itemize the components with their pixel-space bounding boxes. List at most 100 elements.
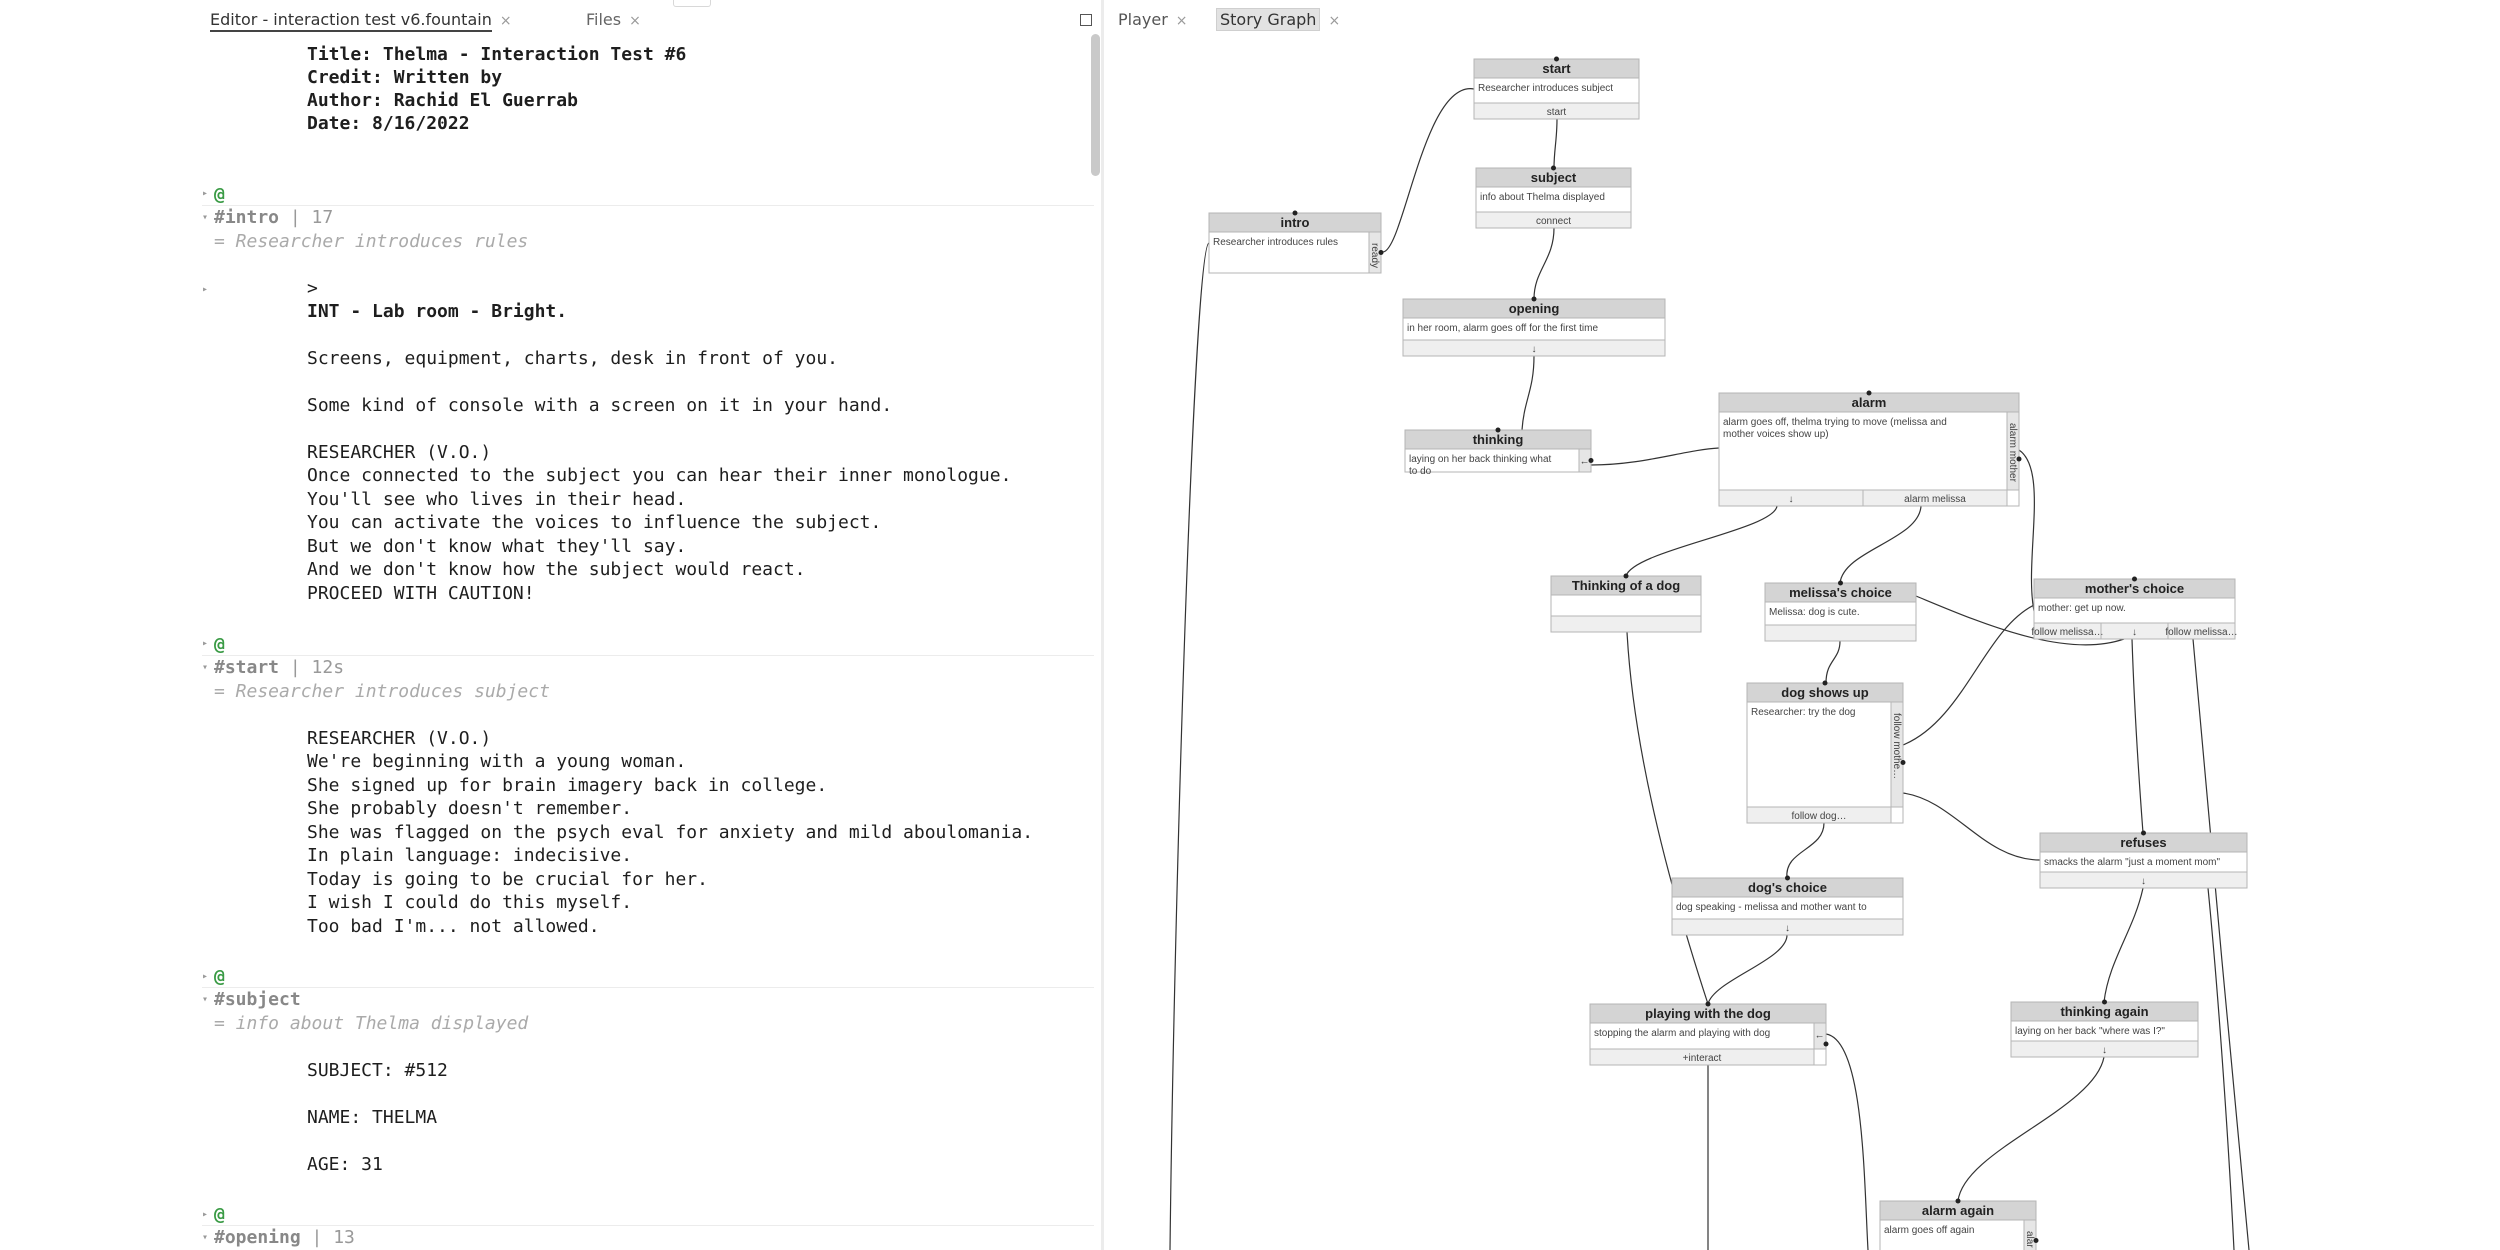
action-line: Screens, equipment, charts, desk in fron… (307, 348, 839, 369)
dialogue-line: We're beginning with a young woman. (307, 751, 687, 772)
close-icon[interactable]: × (1175, 13, 1188, 29)
port-dot (1378, 250, 1384, 255)
fold-toggle-icon[interactable]: ▾ (202, 662, 209, 673)
node-choice[interactable]: start (1547, 107, 1567, 118)
fold-toggle-icon[interactable]: ▸ (202, 971, 209, 982)
node-side-port[interactable] (1813, 1022, 1827, 1050)
node-side-label: follow mothe… (1891, 713, 1902, 779)
dialogue-line: She signed up for brain imagery back in … (307, 775, 828, 796)
tab-story-graph[interactable]: Story Graph × (1216, 8, 1341, 31)
node-choice[interactable]: ↓ (1532, 344, 1537, 355)
node-choice[interactable]: +interact (1683, 1053, 1722, 1064)
edge-opening-thinking (1521, 355, 1535, 431)
node-choice[interactable]: ↓ (2102, 1045, 2107, 1056)
edge-alarm-mother (2018, 449, 2035, 612)
fold-toggle-icon[interactable]: ▸ (202, 284, 209, 295)
node-side-port[interactable] (2006, 411, 2020, 491)
edge-thinkingagain-alarmagain (1957, 1056, 2105, 1202)
node-choice[interactable]: ↓ (2141, 876, 2146, 887)
graph-tabbar: Player× Story Graph × (1104, 0, 2500, 44)
edge-dogschoice-playing (1707, 934, 1788, 1005)
port-dot (1955, 1198, 1961, 1204)
tab-files[interactable]: Files × (586, 10, 641, 29)
node-choices-bar (1402, 339, 1666, 357)
node-text: laying on her back "where was I?" (2015, 1026, 2165, 1037)
node-choice[interactable]: follow melissa… (2165, 627, 2237, 638)
node-choice[interactable]: alarm melissa (1904, 494, 1966, 505)
scene-heading: INT - Lab room - Bright. (307, 301, 568, 322)
node-choices-bar (1473, 102, 1640, 120)
node-side-label: ↓ (1814, 1034, 1825, 1039)
knot-description: = Researcher introduces rules (214, 231, 529, 252)
node-choices-bar (1671, 918, 1904, 936)
edge-melissa-loop (1915, 595, 2125, 646)
tab-overflow-handle[interactable] (673, 0, 711, 7)
node-choice[interactable]: connect (1536, 216, 1571, 227)
edge-alarm-melissa (1839, 505, 1922, 584)
tab-editor[interactable]: Editor - interaction test v6.fountain× (210, 10, 512, 32)
fold-toggle-icon[interactable]: ▸ (202, 1209, 209, 1220)
node-title: opening (1509, 301, 1560, 316)
node-choice[interactable]: ↓ (1785, 923, 1790, 934)
editor-pane: Editor - interaction test v6.fountain× F… (0, 0, 1110, 1250)
fold-toggle-icon[interactable]: ▾ (202, 994, 209, 1005)
node-text: Researcher introduces rules (1213, 237, 1338, 248)
edge-subject-opening (1533, 227, 1555, 300)
editor-scrollbar[interactable] (1091, 34, 1100, 176)
node-choice[interactable]: follow dog… (1791, 811, 1846, 822)
node-title: dog shows up (1781, 685, 1868, 700)
node-title: mother's choice (2085, 581, 2184, 596)
node-choice[interactable]: ↓ (2132, 627, 2137, 638)
node-title: alarm again (1922, 1203, 1994, 1218)
maximize-icon[interactable] (1080, 14, 1092, 26)
close-icon[interactable]: × (629, 13, 641, 29)
graph-node-thinking-dog[interactable]: Thinking of a dog (1550, 573, 1702, 633)
tab-story-graph-label: Story Graph (1216, 8, 1321, 31)
edge-start-subject (1553, 118, 1558, 169)
fold-toggle-icon[interactable]: ▸ (202, 638, 209, 649)
close-icon[interactable]: × (499, 13, 512, 29)
dialogue-line: I wish I could do this myself. (307, 892, 633, 913)
fold-toggle-icon[interactable]: ▸ (202, 188, 209, 199)
port-dot (1785, 875, 1790, 881)
tab-player[interactable]: Player× (1118, 10, 1188, 29)
node-side-port[interactable] (1890, 701, 1904, 808)
fold-toggle-icon[interactable]: ▾ (202, 212, 209, 223)
date-line: Date: 8/16/2022 (307, 113, 470, 134)
tab-files-label: Files (586, 10, 622, 29)
knot-description: = Researcher introduces subject (214, 681, 550, 702)
node-title: Thinking of a dog (1572, 578, 1680, 593)
node-title: start (1542, 61, 1571, 76)
dialogue-line: You'll see who lives in their head. (307, 489, 687, 510)
fold-toggle-icon[interactable]: ▾ (202, 1232, 209, 1243)
node-choice[interactable]: follow melissa… (2031, 627, 2103, 638)
node-choice[interactable]: ↓ (1789, 494, 1794, 505)
port-dot (2132, 576, 2137, 582)
close-icon[interactable]: × (1328, 13, 1341, 29)
dialogue-line: And we don't know how the subject would … (307, 559, 806, 580)
choice-marker: > (307, 278, 318, 299)
node-text: Melissa: dog is cute. (1769, 607, 1860, 618)
dialogue-line: PROCEED WITH CAUTION! (307, 583, 535, 604)
script-editor[interactable]: Title: Thelma - Interaction Test #6 Cred… (0, 44, 1095, 1250)
pane-splitter[interactable] (1101, 0, 1104, 1250)
character-cue: RESEARCHER (V.O.) (307, 728, 492, 749)
port-dot (1900, 760, 1906, 765)
node-choices-bar (2033, 622, 2236, 640)
